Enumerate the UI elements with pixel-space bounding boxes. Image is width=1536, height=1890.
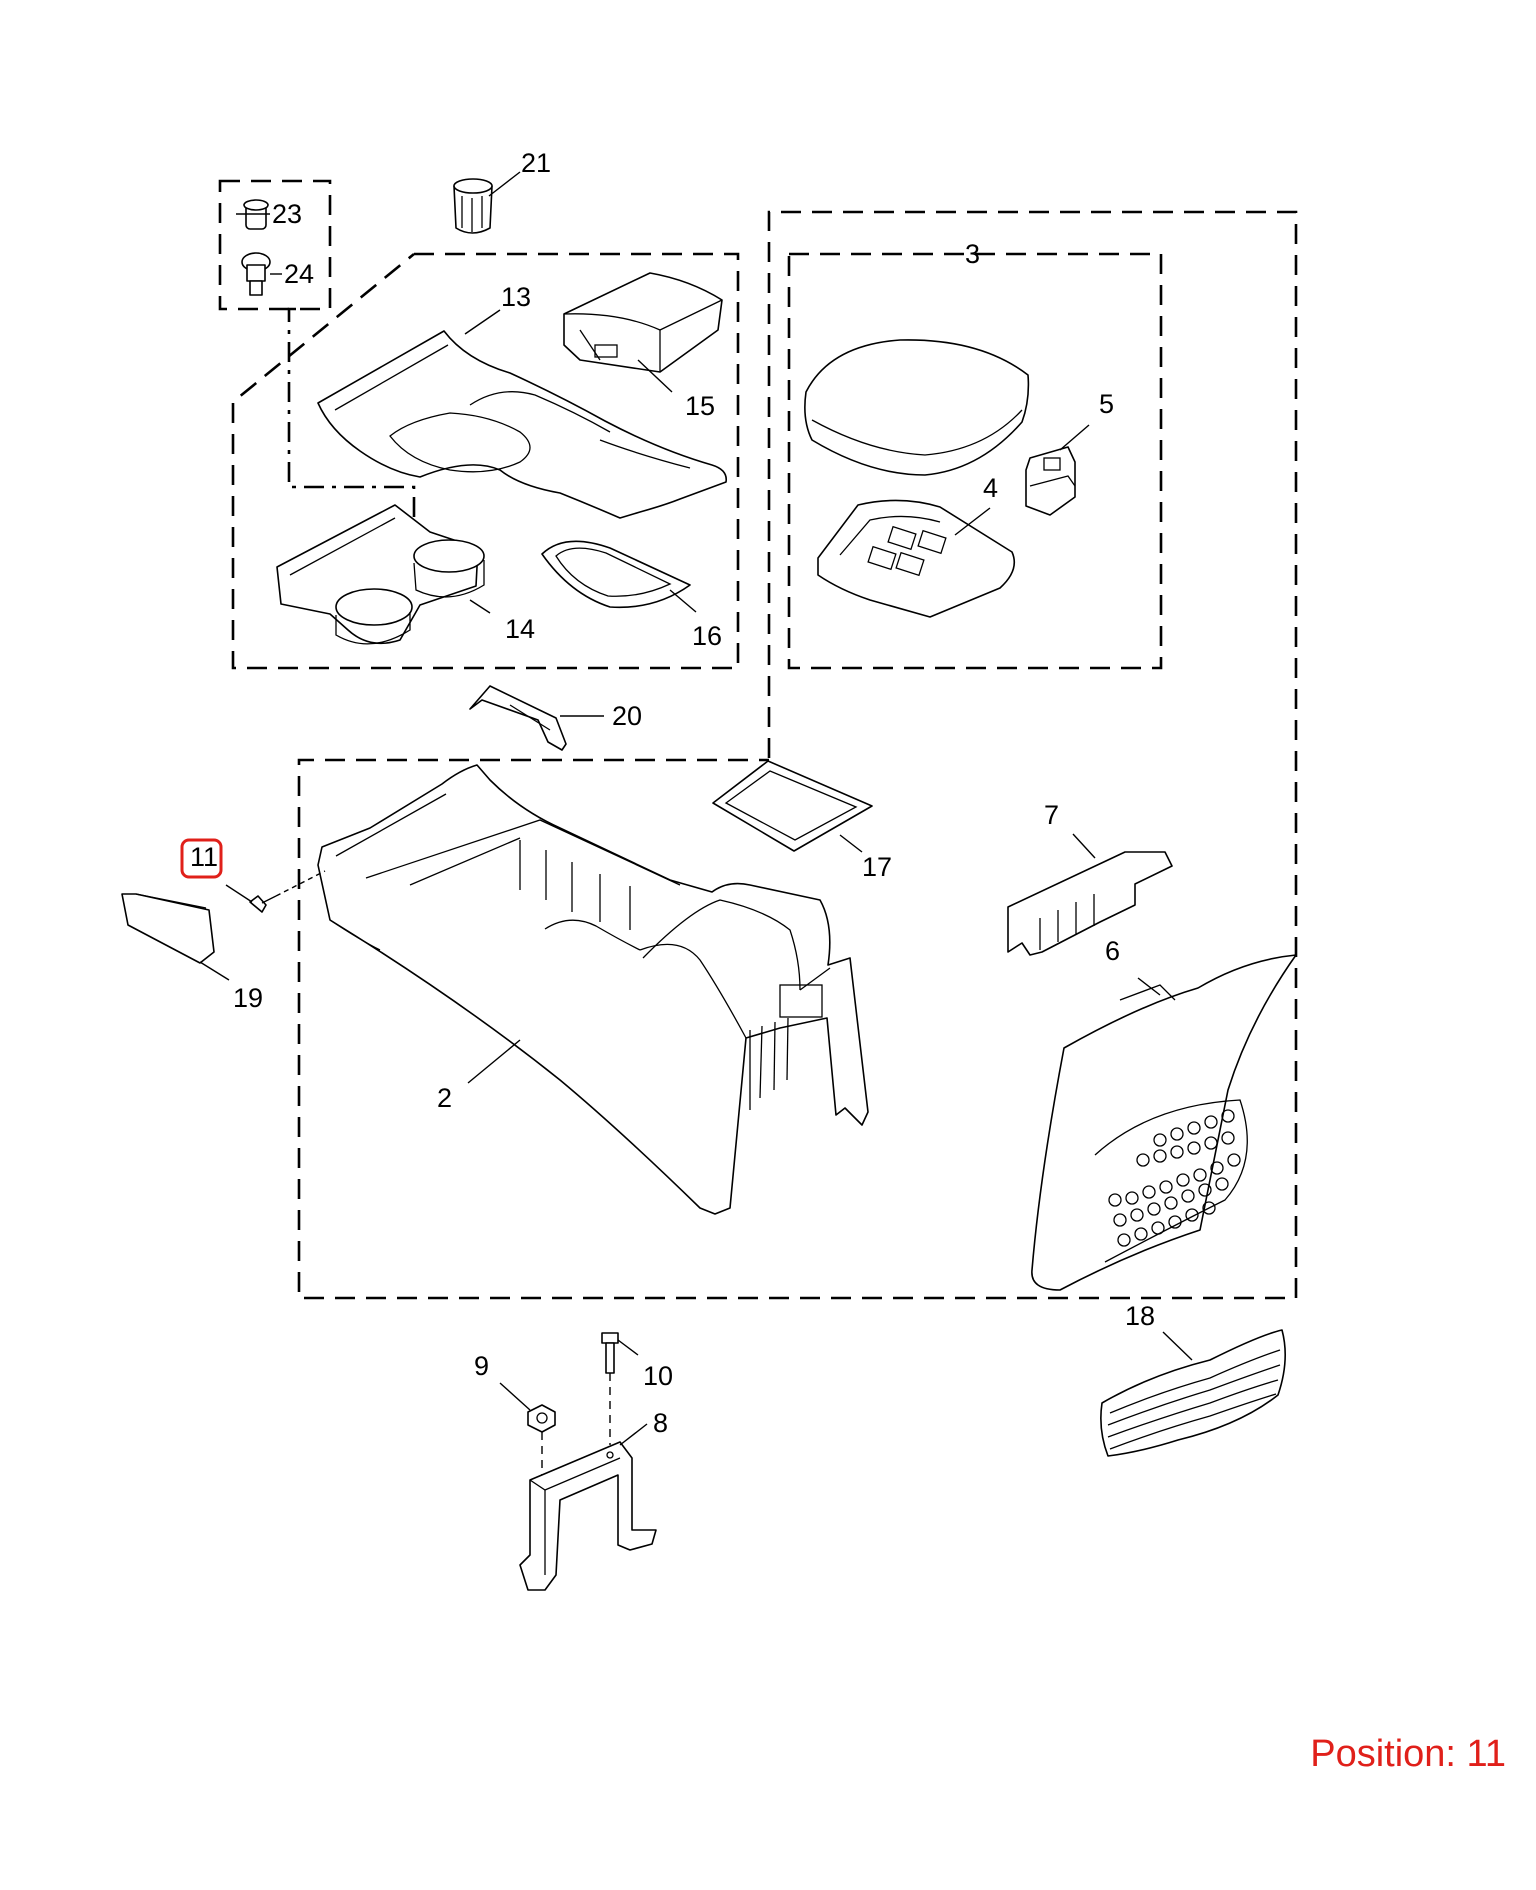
callout-21: 21: [521, 148, 551, 178]
callout-8: 8: [653, 1408, 668, 1438]
callout-23: 23: [272, 199, 302, 229]
armrest-cushion-3: [804, 339, 1030, 476]
position-label: Position: 11: [1310, 1733, 1506, 1775]
screw-11: [249, 870, 326, 913]
rear-panel-6: [1031, 954, 1297, 1291]
callout-6: 6: [1105, 936, 1120, 966]
callout-9: 9: [474, 1351, 489, 1381]
frame-armrest-outer: [297, 210, 1298, 1300]
callout-5: 5: [1099, 389, 1114, 419]
frame-console-top-inner: [287, 307, 416, 560]
bracket-7: [1007, 851, 1173, 956]
bulb-24: [241, 252, 271, 296]
bracket-20: [469, 685, 567, 751]
knob-21: [453, 178, 493, 234]
callout-11: 11: [190, 842, 218, 872]
callout-20: 20: [612, 701, 642, 731]
latch-5: [1025, 446, 1076, 516]
vent-grille-18: [1100, 1329, 1286, 1457]
callout-11-highlight: [180, 838, 223, 879]
mesh-grille: [1108, 1109, 1241, 1247]
cupholder-tray-14: [276, 504, 485, 645]
callout-15: 15: [685, 391, 715, 421]
callout-2: 2: [437, 1083, 452, 1113]
bolt-10: [601, 1332, 619, 1445]
leader-lines: [199, 171, 1193, 1446]
armrest-base-4: [817, 499, 1016, 618]
mat-16: [541, 540, 691, 609]
callout-7: 7: [1044, 800, 1059, 830]
callout-14: 14: [505, 614, 535, 644]
storage-bin-15: [563, 272, 723, 373]
frame-armrest: [787, 252, 1163, 670]
callout-17: 17: [862, 852, 892, 882]
callout-3: 3: [965, 239, 980, 269]
callout-19: 19: [233, 983, 263, 1013]
callout-10: 10: [643, 1361, 673, 1391]
callout-16: 16: [692, 621, 722, 651]
mounting-bracket-8: [519, 1441, 657, 1591]
callout-4: 4: [983, 473, 998, 503]
frame-bulbs: [218, 179, 332, 311]
console-trim-13: [317, 330, 728, 519]
console-body-2: [317, 764, 869, 1215]
callout-18: 18: [1125, 1301, 1155, 1331]
mat-17: [712, 760, 873, 852]
callout-24: 24: [284, 259, 314, 289]
callout-13: 13: [501, 282, 531, 312]
bulb-23: [243, 199, 269, 230]
side-trim-19: [121, 893, 215, 964]
